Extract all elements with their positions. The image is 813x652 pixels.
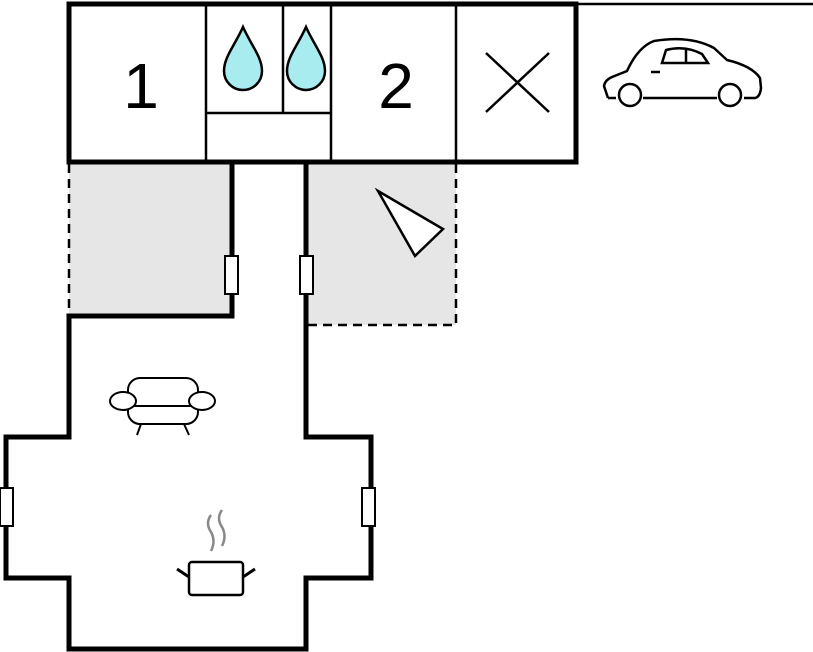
window-west: [0, 487, 14, 527]
window-terrace-right: [299, 255, 314, 295]
cooking-pot-icon: [176, 509, 256, 597]
top-rooms-wall: [66, 1, 579, 165]
car-icon: [602, 37, 763, 108]
water-drop-icon: [222, 23, 264, 92]
sun-lounger-icon: [374, 187, 446, 259]
room-label-1: 1: [123, 50, 159, 122]
main-living-wall: [3, 162, 374, 652]
terrace-right: [307, 162, 456, 325]
window-east: [361, 487, 376, 527]
room-label-2: 2: [378, 50, 414, 122]
window-terrace-left: [224, 255, 239, 295]
water-drop-icon: [285, 23, 327, 92]
terrace-right-open-edge: [307, 164, 458, 327]
cross-icon: [485, 52, 550, 113]
sofa-icon: [109, 377, 216, 436]
terrace-left: [69, 162, 231, 315]
